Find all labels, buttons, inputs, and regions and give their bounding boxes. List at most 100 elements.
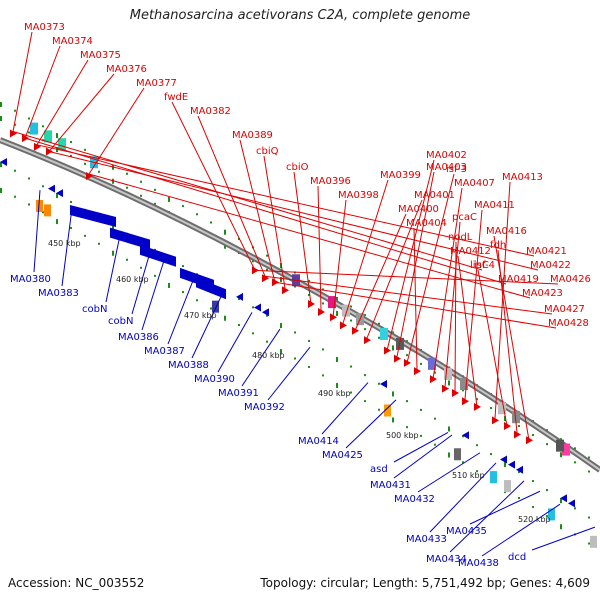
ruler-tick — [42, 211, 44, 214]
ruler-tick — [546, 443, 548, 446]
forward-gene-label: cbiQ — [256, 146, 279, 157]
forward-leader — [88, 173, 531, 299]
ruler-tick — [28, 117, 30, 120]
ruler-tick — [448, 452, 450, 458]
ruler-tick — [154, 202, 156, 205]
ruler-tick — [42, 125, 44, 128]
reverse-gene — [236, 292, 243, 301]
reverse-leader — [481, 503, 561, 557]
forward-gene — [364, 336, 371, 345]
reverse-leader — [217, 312, 253, 373]
reverse-leader — [449, 480, 525, 553]
feature-box — [36, 199, 43, 212]
ruler-tick — [280, 323, 282, 329]
ruler-tick — [210, 307, 212, 310]
forward-leader — [263, 155, 286, 289]
ruler-tick — [322, 348, 324, 351]
ruler-tick — [126, 186, 128, 189]
ruler-tick — [280, 349, 282, 355]
forward-gene-label: MA0422 — [530, 260, 571, 271]
reverse-gene-label: MA0438 — [458, 558, 499, 569]
ruler-tick — [532, 506, 534, 509]
ruler-tick — [84, 148, 86, 151]
ruler-tick — [112, 224, 114, 230]
ruler-tick — [406, 400, 408, 403]
forward-gene — [340, 321, 347, 330]
forward-leader — [171, 101, 256, 271]
feature-box — [428, 357, 436, 370]
ruler-tick — [518, 497, 520, 500]
ruler-tick — [588, 542, 590, 545]
reverse-gene — [0, 158, 7, 166]
ruler-tick — [364, 314, 366, 317]
feature-box — [512, 411, 520, 424]
forward-leader — [454, 241, 457, 393]
feature-box — [498, 402, 506, 415]
reverse-gene-label: MA0432 — [394, 494, 435, 505]
ruler-tick — [350, 365, 352, 368]
ruler-tick — [336, 382, 338, 388]
ruler-tick — [266, 254, 268, 257]
reverse-gene — [140, 244, 176, 267]
forward-gene — [318, 308, 325, 317]
forward-leader — [493, 235, 530, 441]
forward-gene-label: MA0400 — [398, 204, 439, 215]
ruler-tick — [574, 461, 576, 464]
forward-leader — [264, 275, 553, 315]
forward-gene-label: MA0399 — [380, 170, 421, 181]
ruler-tick — [56, 193, 58, 199]
ruler-tick — [252, 332, 254, 335]
reverse-gene — [516, 465, 523, 474]
ruler-tick — [140, 266, 142, 269]
reverse-gene-label: MA0391 — [218, 388, 259, 399]
forward-gene-label: MA0373 — [24, 22, 65, 33]
forward-gene-label: MA0428 — [548, 318, 589, 329]
ruler-tick — [420, 434, 422, 437]
ruler-tick — [406, 426, 408, 429]
feature-box — [30, 122, 38, 135]
reverse-gene — [110, 227, 150, 250]
ruler-tick — [336, 310, 338, 316]
ruler-tick — [182, 205, 184, 208]
reverse-leader — [241, 328, 281, 387]
forward-gene — [34, 142, 41, 151]
ruler-tick — [224, 315, 226, 321]
forward-leader — [444, 221, 461, 387]
feature-box — [444, 367, 452, 380]
ruler-tick — [294, 285, 296, 288]
reverse-leader — [429, 462, 497, 533]
forward-gene-label: MA0419 — [498, 274, 539, 285]
ruler-tick — [154, 274, 156, 277]
ruler-tick — [364, 328, 366, 331]
reverse-leader — [105, 235, 121, 303]
forward-gene-label: cbiO — [286, 162, 309, 173]
forward-gene-label: MA0396 — [310, 176, 351, 187]
ruler-tick — [546, 489, 548, 492]
reverse-leader — [393, 434, 453, 479]
ruler-tick — [182, 265, 184, 268]
forward-gene — [492, 416, 499, 425]
ruler-tick — [462, 461, 464, 464]
feature-box — [504, 480, 511, 493]
forward-gene — [86, 171, 93, 180]
forward-gene-label: MA0423 — [522, 288, 563, 299]
ruler-tick — [504, 462, 506, 468]
ruler-tick — [322, 302, 324, 305]
ruler-tick — [322, 288, 324, 291]
reverse-gene — [254, 303, 261, 312]
forward-leader — [36, 144, 535, 257]
ruler-tick — [266, 340, 268, 343]
ruler-tick — [182, 291, 184, 294]
reverse-leader — [191, 294, 223, 359]
forward-gene-label: MA0374 — [52, 36, 93, 47]
reverse-gene-label: MA0392 — [244, 402, 285, 413]
forward-leader — [274, 281, 557, 329]
forward-gene — [262, 274, 269, 283]
reverse-gene-label: MA0386 — [118, 332, 159, 343]
reverse-gene — [462, 431, 469, 440]
reverse-gene — [560, 494, 567, 503]
ruler-label: 520 kbp — [518, 515, 551, 524]
ruler-tick — [0, 162, 2, 167]
ruler-tick — [462, 435, 464, 438]
forward-leader — [12, 31, 33, 132]
